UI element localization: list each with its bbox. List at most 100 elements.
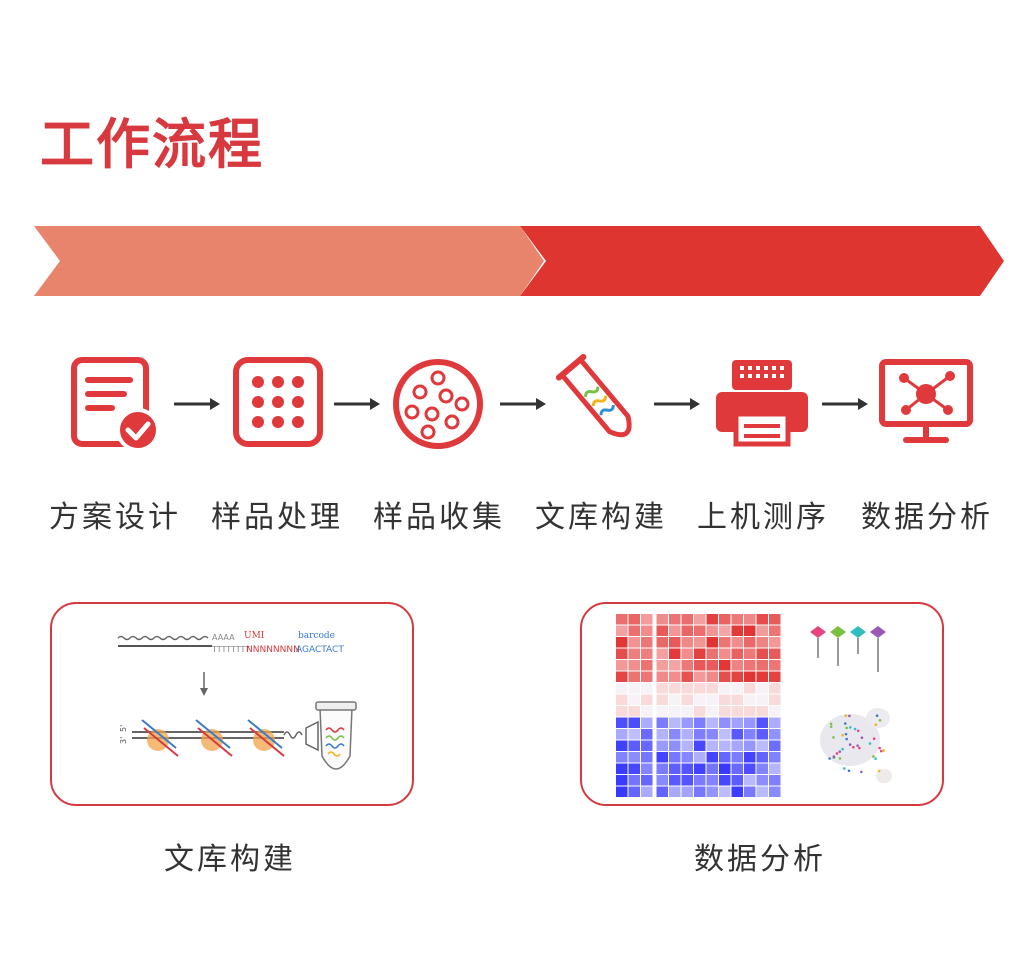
drugseq-banner-label: Drug-seq2 <box>546 0 976 70</box>
heatmap-cell <box>616 660 628 671</box>
heatmap-cell <box>757 775 769 786</box>
heatmap-cell <box>669 649 681 660</box>
heatmap-cell <box>669 787 681 798</box>
heatmap-cell <box>694 649 706 660</box>
heatmap-cell <box>616 637 628 648</box>
heatmap-cell <box>616 729 628 740</box>
heatmap-cell <box>682 695 694 706</box>
heatmap-cell <box>629 695 641 706</box>
heatmap-cell <box>757 626 769 637</box>
scatter-dot <box>869 742 872 745</box>
heatmap-cell <box>641 626 653 637</box>
arrow-icon <box>652 394 702 414</box>
heatmap-cell <box>629 660 641 671</box>
heatmap-cell <box>682 660 694 671</box>
step-label-sequencing: 上机测序 <box>688 492 838 536</box>
heatmap-cell <box>744 614 756 625</box>
heatmap-cell <box>744 718 756 729</box>
heatmap-cell <box>669 718 681 729</box>
scatter-dot <box>858 747 861 750</box>
heatmap-cell <box>757 649 769 660</box>
heatmap-cell <box>641 706 653 717</box>
heatmap-cell <box>629 787 641 798</box>
heatmap-cell <box>707 637 719 648</box>
heatmap-cell <box>732 626 744 637</box>
heatmap-cell <box>769 752 781 763</box>
heatmap-cell <box>657 752 669 763</box>
heatmap-cell <box>757 683 769 694</box>
step-label-library-construction: 文库构建 <box>526 492 676 536</box>
heatmap-cell <box>669 660 681 671</box>
heatmap-cell <box>769 775 781 786</box>
heatmap-cell <box>757 672 769 683</box>
heatmap-cell <box>732 729 744 740</box>
scatter-dot <box>879 719 882 722</box>
scatter-dot <box>839 757 842 760</box>
test-tube-icon <box>552 354 652 454</box>
heatmap-cell <box>719 741 731 752</box>
heatmap-cell <box>757 660 769 671</box>
heatmap-cell <box>757 764 769 775</box>
heatmap-cell <box>694 718 706 729</box>
heatmap-cell <box>657 649 669 660</box>
heatmap-cell <box>657 706 669 717</box>
heatmap-cell <box>694 729 706 740</box>
heatmap-cell <box>744 637 756 648</box>
heatmap-cell <box>669 752 681 763</box>
heatmap-cell <box>629 718 641 729</box>
heatmap-cell <box>657 683 669 694</box>
heatmap-cell <box>629 706 641 717</box>
scatter-dot <box>843 767 846 770</box>
heatmap-cell <box>682 626 694 637</box>
heatmap-cell <box>616 706 628 717</box>
heatmap-cell <box>641 764 653 775</box>
scatter-dot <box>852 746 855 749</box>
heatmap-cell <box>641 614 653 625</box>
scatter-dot <box>878 747 881 750</box>
heatmap-cell <box>616 683 628 694</box>
heatmap-cell <box>694 775 706 786</box>
scatter-dot <box>833 755 836 758</box>
heatmap-cell <box>629 741 641 752</box>
heatmap-cell <box>669 706 681 717</box>
heatmap-cell <box>694 637 706 648</box>
heatmap-cell <box>682 706 694 717</box>
heatmap-cell <box>657 695 669 706</box>
scatter-dot <box>849 726 852 729</box>
step-label-sample-processing: 样品处理 <box>202 492 352 536</box>
heatmap-cell <box>616 764 628 775</box>
heatmap-cell <box>682 649 694 660</box>
step-label-sample-collection: 样品收集 <box>364 492 514 536</box>
step-label-data-analysis: 数据分析 <box>852 492 1002 536</box>
heatmap-cell <box>641 695 653 706</box>
scatter-dot <box>830 722 833 725</box>
heatmap-image <box>616 614 786 804</box>
heatmap-cell <box>769 695 781 706</box>
heatmap-cell <box>616 775 628 786</box>
heatmap-cell <box>757 752 769 763</box>
scatter-dot <box>845 733 848 736</box>
heatmap-cell <box>641 660 653 671</box>
arrow-icon <box>820 394 870 414</box>
heatmap-cell <box>641 741 653 752</box>
heatmap-cell <box>707 729 719 740</box>
heatmap-cell <box>694 706 706 717</box>
heatmap-cell <box>682 672 694 683</box>
heatmap-cell <box>744 787 756 798</box>
heatmap-cell <box>732 695 744 706</box>
heatmap-cell <box>669 672 681 683</box>
heatmap-cell <box>744 660 756 671</box>
heatmap-cell <box>641 787 653 798</box>
scatter-dot <box>857 729 860 732</box>
heatmap-cell <box>641 775 653 786</box>
heatmap-cell <box>694 614 706 625</box>
heatmap-cell <box>694 787 706 798</box>
scatter-dot <box>836 752 839 755</box>
heatmap-cell <box>707 752 719 763</box>
scatter-dot <box>828 757 831 760</box>
heatmap-cell <box>732 787 744 798</box>
heatmap-cell <box>657 660 669 671</box>
heatmap-cell <box>629 637 641 648</box>
heatmap-cell <box>694 764 706 775</box>
heatmap-cell <box>657 741 669 752</box>
